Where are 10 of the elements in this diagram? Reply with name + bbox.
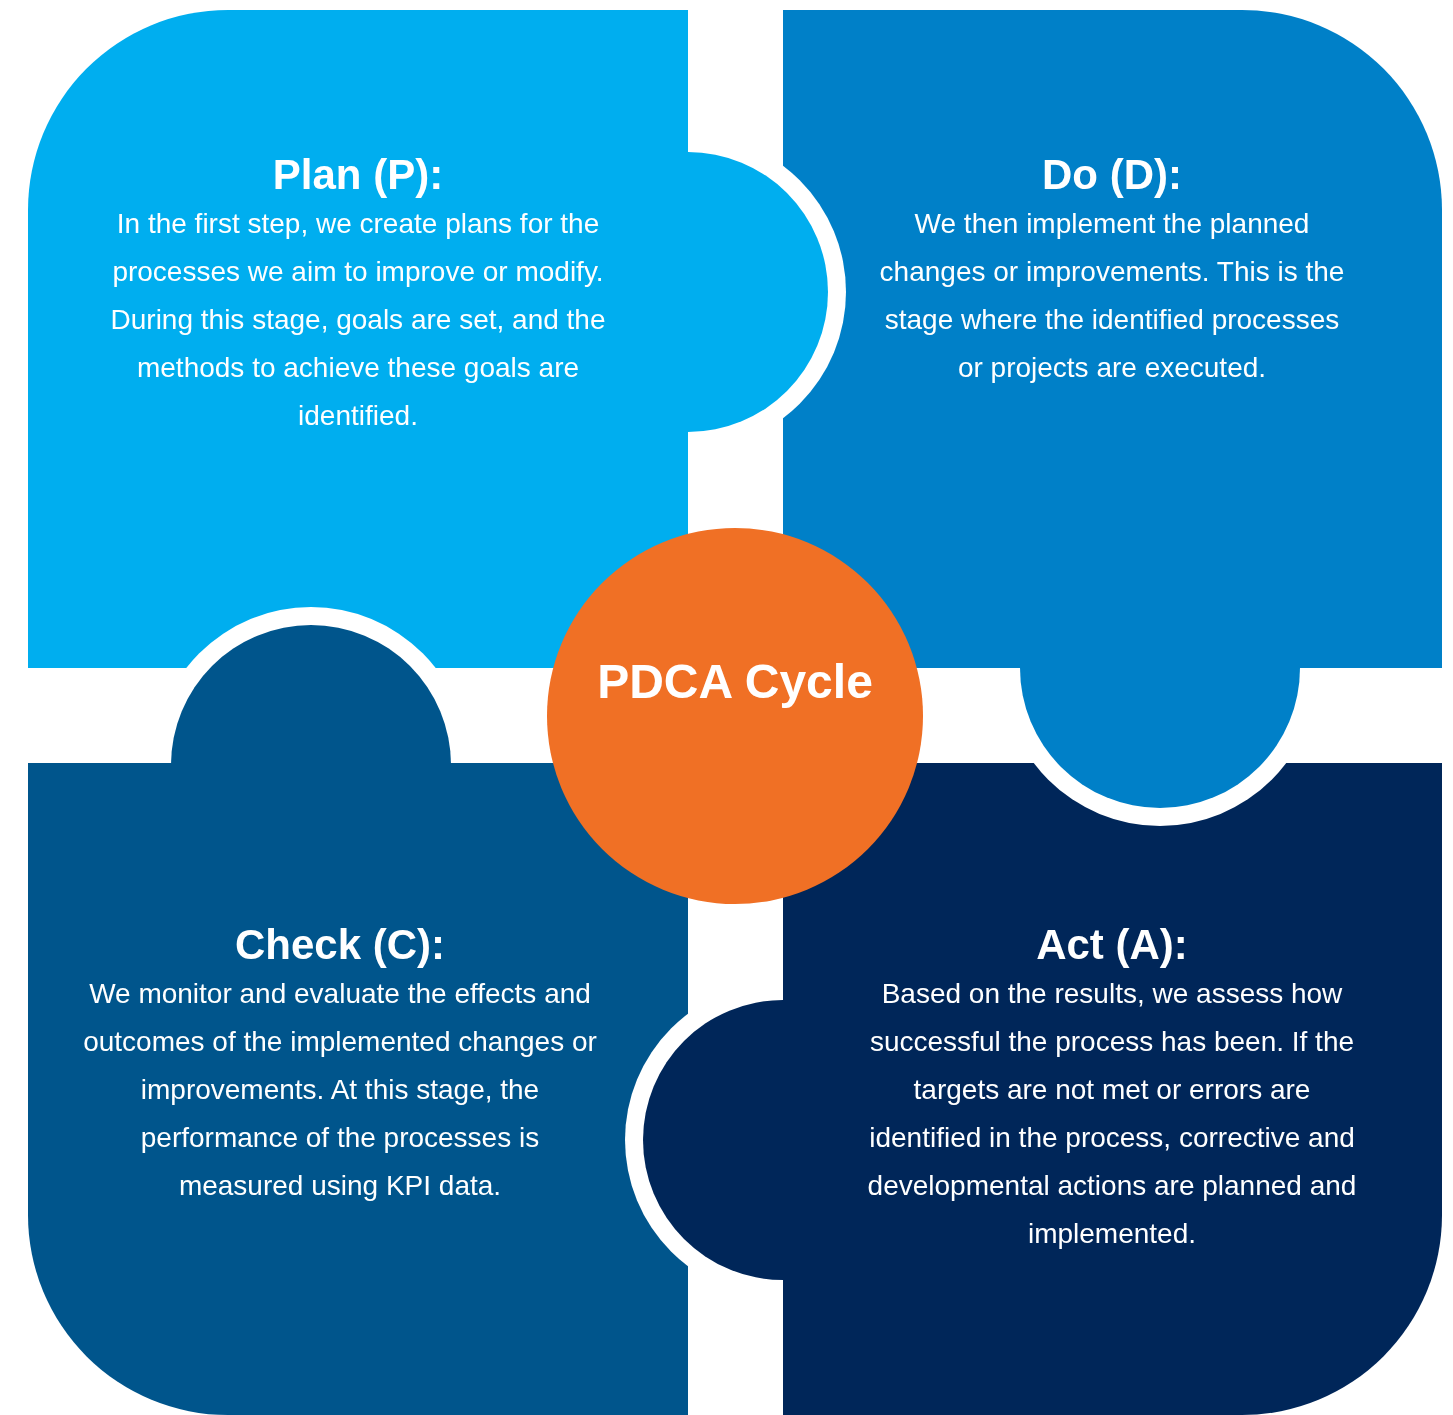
stage-description: We then implement the planned changes or improvements. This is the stage where the identified processes or projects are executed. — [878, 207, 1346, 385]
stage-description: Based on the results, we assess how successful the process has been. If the targets are not met or errors are identified in the process, corrective and developmental actions are planned and implemented. — [866, 977, 1358, 1251]
stage-heading: Do (D): — [1041, 150, 1183, 200]
center-circle — [547, 528, 923, 904]
center-title: PDCA Cycle — [597, 654, 873, 710]
stage-description: In the first step, we create plans for the processes we aim to improve or modify. During this stage, goals are set, and the methods to achieve these goals are identified. — [109, 207, 607, 433]
stage-description: We monitor and evaluate the effects and outcomes of the implemented changes or improvements. At this stage, the performance of the processes is measured using KPI data. — [82, 977, 598, 1203]
stage-heading: Plan (P): — [271, 150, 445, 200]
stage-heading: Check (C): — [234, 920, 446, 970]
stage-heading: Act (A): — [1035, 920, 1189, 970]
